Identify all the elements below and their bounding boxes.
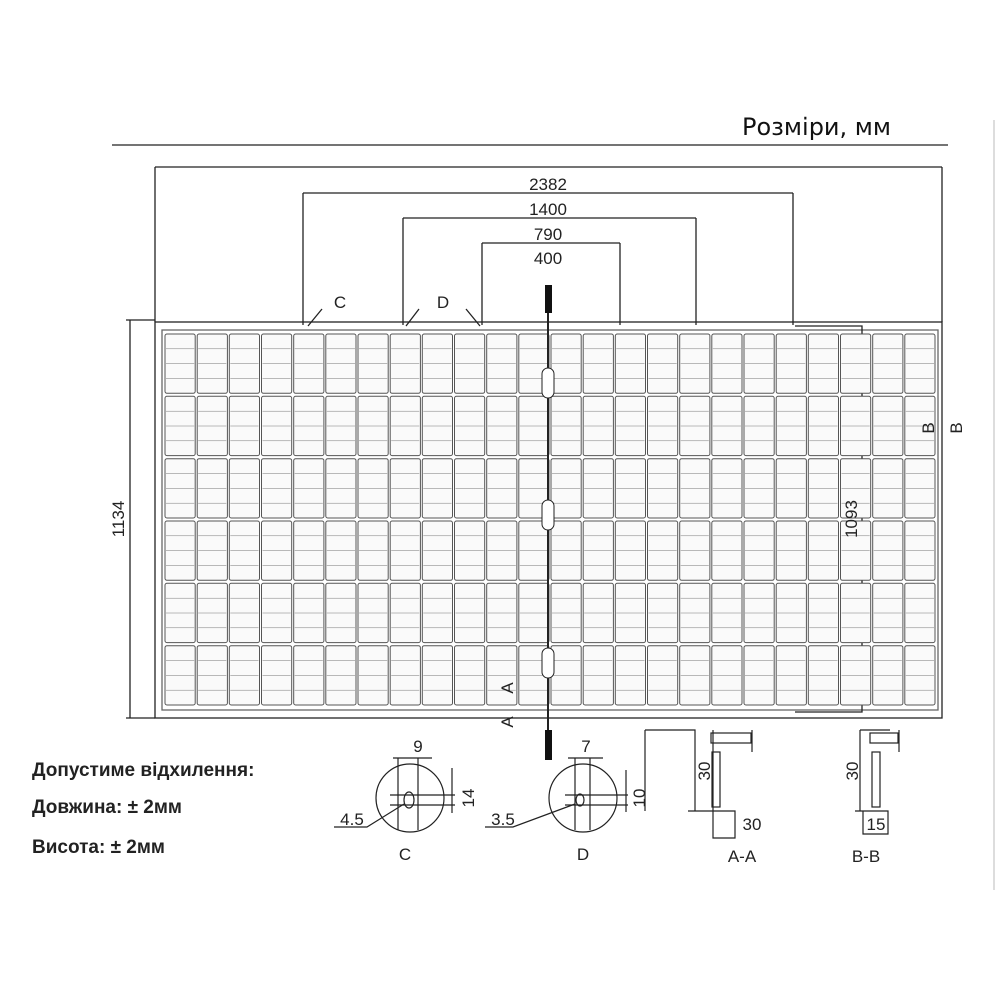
dim-400: 400 xyxy=(534,249,562,268)
bb-width: 15 xyxy=(867,815,886,834)
junction-box-1 xyxy=(541,367,555,399)
marker-b-1: B xyxy=(919,422,938,433)
section-a-a xyxy=(644,729,753,839)
bb-height: 30 xyxy=(843,762,862,781)
junction-box-3 xyxy=(541,647,555,679)
connector-top xyxy=(545,285,552,313)
aa-height: 30 xyxy=(695,762,714,781)
marker-d: D xyxy=(437,293,449,312)
detail-d xyxy=(485,757,628,833)
marker-b-2: B xyxy=(947,422,966,433)
c-width: 9 xyxy=(413,737,422,756)
detail-c-label: C xyxy=(399,845,411,864)
marker-a-1: A xyxy=(498,682,517,694)
dim-1093: 1093 xyxy=(842,500,861,538)
tolerance-length: Довжина: ± 2мм xyxy=(32,797,182,818)
section-a-a-label: A-A xyxy=(728,847,757,866)
connector-bottom xyxy=(545,730,552,760)
c-diameter: 4.5 xyxy=(340,810,364,829)
dim-2382: 2382 xyxy=(529,175,567,194)
aa-width: 30 xyxy=(743,815,762,834)
dim-1134: 1134 xyxy=(109,501,128,538)
detail-c xyxy=(334,757,455,833)
d-width: 7 xyxy=(581,737,590,756)
d-height: 10 xyxy=(630,789,649,808)
page-edge xyxy=(993,120,995,890)
tolerance-height: Висота: ± 2мм xyxy=(32,837,165,858)
marker-c: C xyxy=(334,293,346,312)
marker-a-2: A xyxy=(498,716,517,728)
dim-1400: 1400 xyxy=(529,200,567,219)
d-diameter: 3.5 xyxy=(491,810,515,829)
diagram-title: Розміри, мм xyxy=(742,113,891,141)
section-b-b-label: B-B xyxy=(852,847,880,866)
inner-height-line xyxy=(795,325,863,713)
detail-d-label: D xyxy=(577,845,589,864)
tolerance-heading: Допустиме відхилення: xyxy=(32,760,255,781)
junction-box-2 xyxy=(541,499,555,531)
section-b-b xyxy=(855,729,900,835)
c-height: 14 xyxy=(459,789,478,808)
cell-grid xyxy=(164,333,936,706)
dim-790: 790 xyxy=(534,225,562,244)
